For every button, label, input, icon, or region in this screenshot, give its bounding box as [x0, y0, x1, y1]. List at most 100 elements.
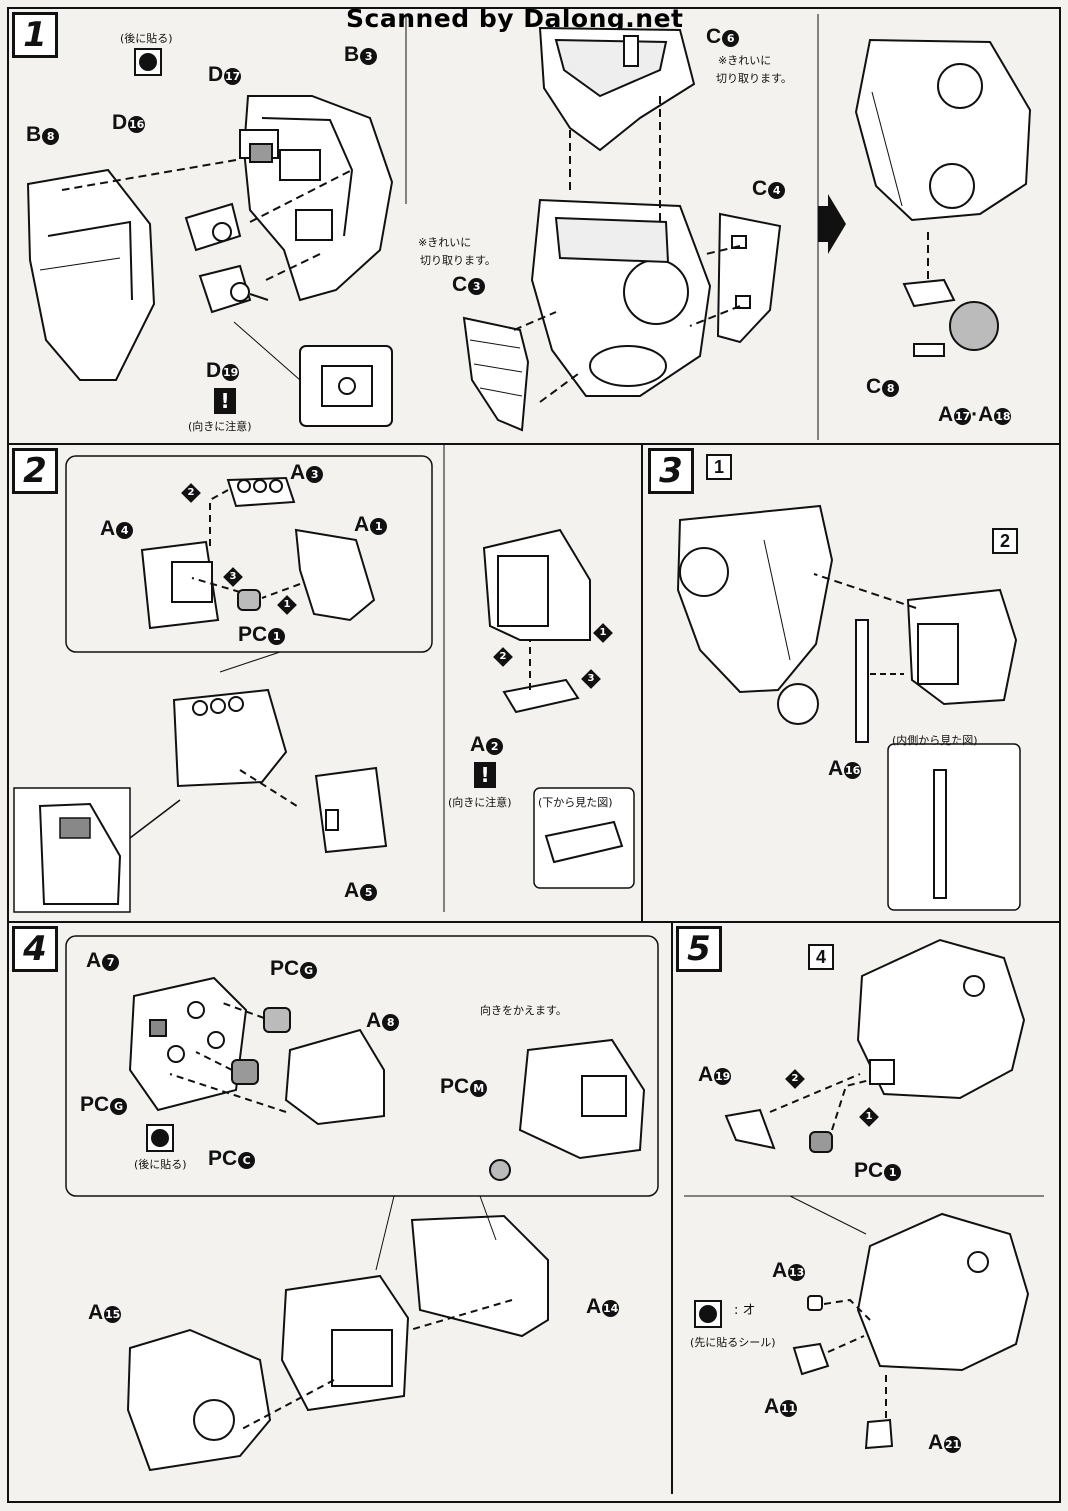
part-a4-assembled — [172, 688, 288, 788]
note-direction-2: (向きに注意) — [448, 796, 512, 809]
detail-a1-callout — [13, 787, 181, 913]
part-a19 — [724, 1108, 776, 1150]
note-direction-1: (向きに注意) — [188, 420, 252, 433]
step-3-badge: 3 — [648, 448, 694, 494]
detail-bottom-view — [533, 787, 635, 889]
part-a14 — [410, 1214, 549, 1338]
part-pc1 — [237, 589, 261, 611]
part-a13 — [807, 1295, 823, 1311]
part-c4 — [716, 212, 782, 344]
caution-icon: ! — [214, 388, 236, 414]
part-a3 — [226, 476, 296, 508]
note-inside-view: (内側から見た図) — [892, 734, 978, 747]
step-4-badge: 4 — [12, 926, 58, 972]
part-a7-rotated — [489, 1038, 646, 1181]
part-a4-combined — [280, 1274, 410, 1412]
part-body-main — [530, 198, 712, 397]
note-cut-clean-1a: ※きれいに — [718, 54, 772, 67]
part-d19 — [198, 264, 269, 314]
part-a15 — [126, 1328, 272, 1472]
part-c3 — [462, 316, 530, 432]
part-a1 — [294, 528, 376, 622]
d19-detail-box — [233, 321, 393, 427]
ref-step-1: 1 — [706, 454, 732, 480]
ref-step-2: 2 — [992, 528, 1018, 554]
sticker-letter: : オ — [734, 1303, 756, 1318]
part-pcg-top — [263, 1007, 291, 1033]
part-d16 — [184, 202, 242, 252]
step-5-badge: 5 — [676, 926, 722, 972]
part-a8 — [284, 1028, 385, 1126]
note-cut-clean-2b: 切り取ります。 — [420, 254, 496, 267]
part-step2-block — [906, 588, 1018, 706]
note-paint-later: (後に貼る) — [120, 32, 173, 45]
order-2-icon-b: 2 — [493, 647, 513, 667]
order-2-icon-c: 2 — [785, 1069, 805, 1089]
note-rotate: 向きをかえます。 — [480, 1004, 567, 1017]
note-cut-clean-1b: 切り取ります。 — [716, 72, 792, 85]
order-2-icon: 2 — [181, 483, 201, 503]
part-b3 — [242, 95, 394, 302]
order-3-icon: 3 — [223, 567, 243, 587]
part-a16 — [855, 619, 904, 743]
note-paint-later-2: (後に貼る) — [134, 1158, 187, 1171]
part-a7 — [128, 976, 248, 1112]
part-b8 — [26, 168, 156, 381]
part-pcc — [231, 1059, 259, 1085]
arrow-right-icon — [818, 194, 846, 254]
order-3-icon-b: 3 — [581, 669, 601, 689]
sticker-eye-icon — [694, 1300, 722, 1328]
caution-icon-2: ! — [474, 762, 496, 788]
step-1-badge: 1 — [12, 12, 58, 58]
ref-step-4: 4 — [808, 944, 834, 970]
part-pc1-step5 — [809, 1131, 833, 1153]
part-d17 — [239, 129, 279, 163]
part-c6 — [538, 26, 696, 152]
step-2-badge: 2 — [12, 448, 58, 494]
part-step4-head — [856, 938, 1026, 1100]
part-a5 — [314, 766, 388, 854]
order-1-icon-b: 1 — [593, 623, 613, 643]
note-cut-clean-2a: ※きれいに — [418, 236, 472, 249]
part-c8-ball — [902, 232, 999, 357]
part-a1-side — [482, 528, 591, 641]
note-sticker-first: (先に貼るシール) — [690, 1336, 776, 1349]
order-1-icon-c: 1 — [859, 1107, 879, 1127]
part-step5-head — [856, 1212, 1030, 1372]
part-a21 — [864, 1418, 894, 1450]
part-assembled-pod — [854, 38, 1032, 222]
detail-inside-view — [887, 743, 1021, 911]
part-a4 — [140, 540, 220, 630]
part-a2 — [502, 678, 580, 714]
paint-black-icon-2 — [146, 1124, 174, 1152]
